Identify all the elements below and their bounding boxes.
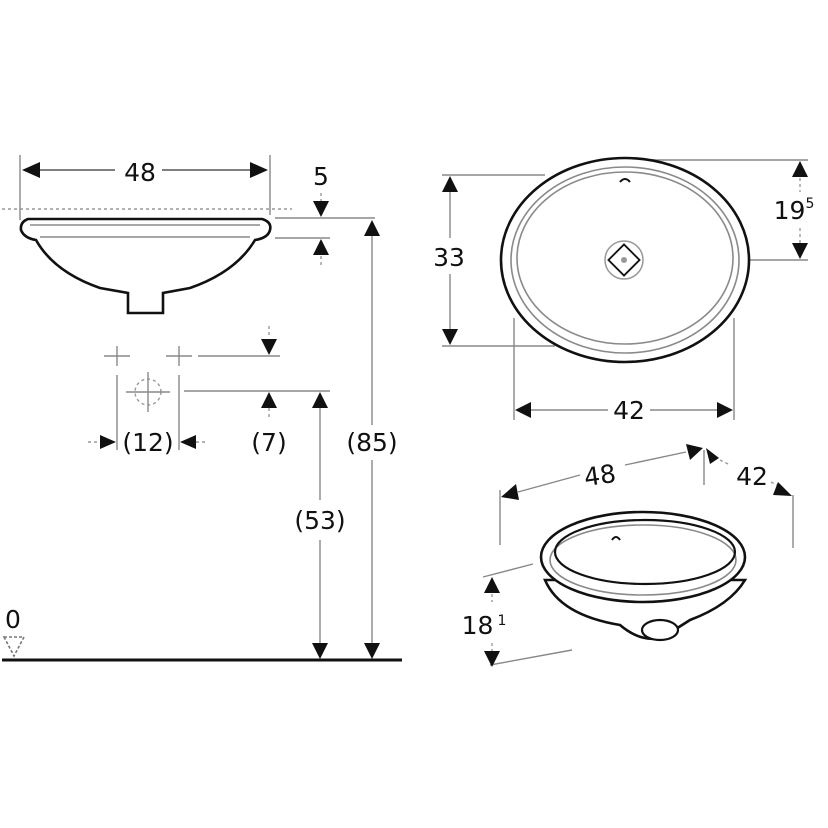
overflow-icon [619, 178, 631, 183]
top-view: 33 195 42 [433, 156, 815, 425]
drain-icon [604, 240, 644, 280]
floor-level-icon [2, 636, 26, 658]
rim-thickness-label: 5 [313, 162, 329, 191]
floor-level-label: 0 [5, 605, 21, 634]
perspective-length-label: 48 [582, 459, 618, 492]
side-width-label: 48 [124, 158, 156, 187]
overflow-icon-perspective [611, 536, 621, 541]
drain-offset-label: 195 [774, 196, 815, 225]
total-height-label: (85) [346, 428, 397, 457]
tap-spacing-label: (12) [122, 428, 173, 457]
perspective-depth-label: 42 [736, 462, 768, 491]
top-width-label: 33 [433, 243, 465, 272]
tap-offset-label: (7) [251, 428, 286, 457]
waste-height-label: (53) [294, 506, 345, 535]
tap-hole-marks [104, 346, 192, 450]
side-view: 48 5 (12) [2, 155, 402, 662]
top-length-label: 42 [613, 396, 645, 425]
